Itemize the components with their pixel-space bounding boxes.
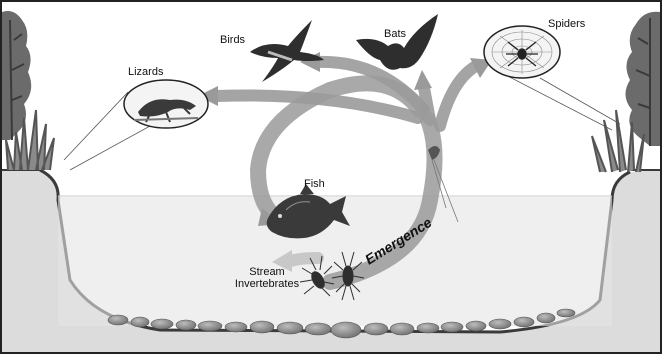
stream-invertebrates-label: Stream Invertebrates [232, 266, 302, 290]
stream-invertebrates-label-line1: Stream [232, 266, 302, 278]
bats-label: Bats [384, 28, 406, 40]
arrow-to-invertebrates [288, 258, 318, 262]
fish-label: Fish [304, 178, 325, 190]
birds-label: Birds [220, 34, 245, 46]
stream-invertebrates-label-line2: Invertebrates [232, 278, 302, 290]
lizards-label: Lizards [128, 66, 163, 78]
arrow-to-bats [424, 88, 430, 120]
stream-channel [2, 170, 660, 352]
spiders-label: Spiders [548, 18, 585, 30]
